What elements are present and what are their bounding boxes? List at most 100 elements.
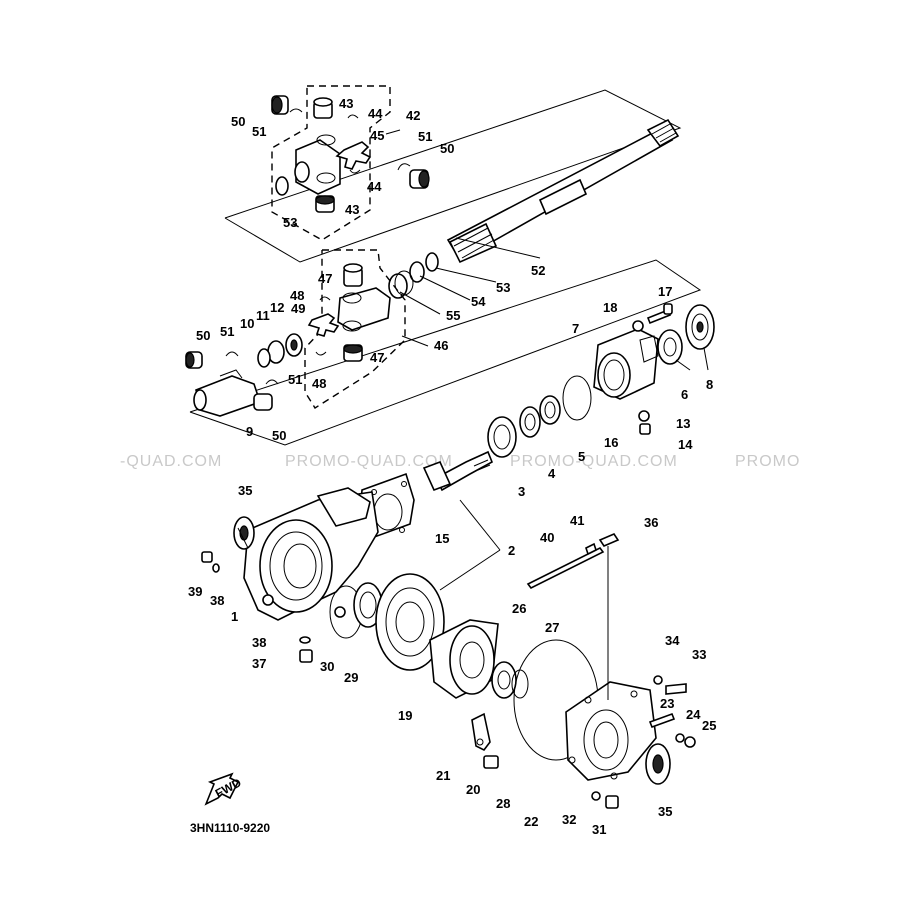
bearing-cap-43-bottom [315, 195, 335, 213]
clip-41 [585, 542, 597, 556]
callout-4: 4 [548, 466, 556, 481]
callout-47: 47 [370, 350, 384, 365]
callout-37: 37 [252, 656, 266, 671]
callout-40: 40 [540, 530, 554, 545]
middle-frame [189, 259, 702, 446]
oil-seal-35-left [233, 516, 255, 550]
callout-7: 7 [572, 321, 579, 336]
bolt-33 [665, 683, 687, 695]
callout-35: 35 [658, 804, 672, 819]
callout-29: 29 [344, 670, 358, 685]
callout-52: 52 [531, 263, 545, 278]
watermark-row: -QUAD.COM PROMO-QUAD.COM PROMO-QUAD.COM … [120, 453, 800, 470]
spider-45 [335, 141, 372, 170]
callout-32: 32 [562, 812, 576, 827]
bearing-cap-47-top [343, 263, 363, 287]
stud-23 [648, 712, 676, 729]
leader-lines [237, 129, 709, 591]
washer-24 [675, 733, 685, 743]
oil-seal-6 [657, 329, 683, 365]
oil-seal-35-right [645, 743, 671, 785]
callout-6: 6 [681, 387, 688, 402]
callout-41: 41 [570, 513, 584, 528]
callout-11: 11 [256, 308, 270, 323]
callout-51: 51 [252, 124, 266, 139]
callout-35: 35 [238, 483, 252, 498]
callout-23: 23 [660, 696, 674, 711]
bearing-4 [519, 406, 541, 438]
callout-8: 8 [706, 377, 713, 392]
nut-25 [684, 736, 696, 748]
lower-yoke [337, 287, 391, 332]
circlip-48-bottom [315, 351, 327, 356]
propeller-shaft-frame [224, 89, 682, 263]
bearing-cap-47-bottom [343, 344, 363, 362]
bolt-14 [639, 423, 651, 435]
bearing-cap-43-top [313, 97, 333, 119]
washer-38-lower [299, 636, 311, 644]
breather-hose-40 [526, 546, 605, 590]
watermark-3: PROMO-QUAD.COM [510, 453, 678, 470]
o-ring-16 [562, 375, 592, 421]
callout-3: 3 [518, 484, 525, 499]
callout-9: 9 [246, 424, 253, 439]
bearing-50-top-right [409, 169, 430, 189]
circlip-53-upper [275, 176, 289, 196]
callout-12: 12 [270, 300, 284, 315]
callout-1: 1 [231, 609, 238, 624]
plug-37 [299, 649, 313, 663]
bearing-5 [539, 395, 561, 425]
callout-14: 14 [678, 437, 693, 452]
universal-joint-box-46 [304, 249, 406, 409]
callout-20: 20 [466, 782, 480, 797]
callout-16: 16 [604, 435, 618, 450]
gear-cover-22 [565, 681, 657, 781]
forward-arrow-icon: FWD [204, 772, 244, 806]
callout-17: 17 [658, 284, 672, 299]
callout-51: 51 [288, 372, 302, 387]
callout-39: 39 [188, 584, 202, 599]
upper-yoke [294, 134, 341, 195]
callout-48: 48 [290, 288, 304, 303]
diagram-code: 3HN1110-9220 [190, 821, 270, 835]
circlip-48-top [319, 296, 331, 301]
bearing-50-lower-right [253, 393, 273, 411]
watermark-2: PROMO-QUAD.COM [285, 453, 453, 470]
callout-44: 44 [368, 106, 383, 121]
yoke-9 [193, 369, 262, 417]
bearing-housing-7 [593, 328, 659, 400]
callout-24: 24 [686, 707, 701, 722]
callout-18: 18 [603, 300, 617, 315]
bracket-21 [471, 712, 491, 752]
callout-53: 53 [283, 215, 297, 230]
callout-38: 38 [210, 593, 224, 608]
callout-55: 55 [446, 308, 460, 323]
callout-54: 54 [471, 294, 486, 309]
callout-45: 45 [370, 128, 384, 143]
circlip-51-top-right [397, 163, 411, 171]
breather-joint-36 [598, 533, 620, 700]
bearing-29 [353, 582, 383, 628]
callout-47: 47 [318, 271, 332, 286]
callout-43: 43 [339, 96, 353, 111]
washer-34 [653, 675, 663, 685]
bearing-50-lower-left [185, 351, 203, 369]
washer-38-upper [212, 563, 220, 573]
washer-54 [409, 261, 425, 283]
oil-seal-8 [685, 304, 715, 350]
watermark-4: PROMO [735, 453, 800, 470]
callout-50: 50 [272, 428, 286, 443]
plug-39 [201, 551, 213, 563]
callout-50: 50 [231, 114, 245, 129]
callout-13: 13 [676, 416, 690, 431]
circlip-44-bottom [349, 169, 361, 174]
callout-27: 27 [545, 620, 559, 635]
circlip-44-top [347, 114, 359, 119]
bolt-31 [605, 795, 619, 809]
callout-46: 46 [434, 338, 448, 353]
callout-44: 44 [367, 179, 382, 194]
callout-50: 50 [440, 141, 454, 156]
callout-43: 43 [345, 202, 359, 217]
callout-28: 28 [496, 796, 510, 811]
